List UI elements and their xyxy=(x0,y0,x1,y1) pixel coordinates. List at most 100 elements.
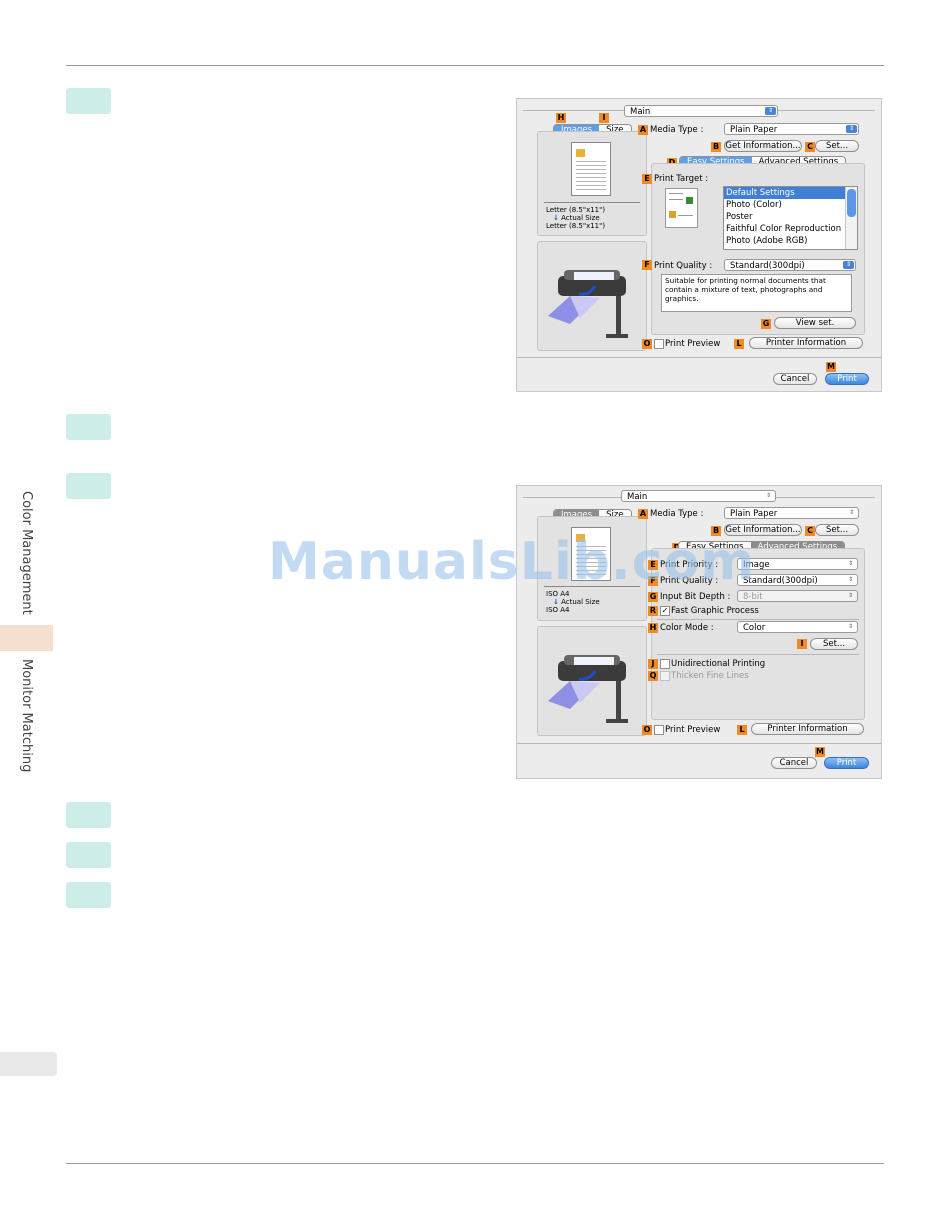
panel-select-value: Main xyxy=(627,492,648,502)
print-quality-select[interactable]: Standard(300dpi) ⇕ xyxy=(737,574,858,586)
badge-m: M xyxy=(826,362,836,372)
print-quality-value: Standard(300dpi) xyxy=(730,261,805,271)
image-thumbnail-icon xyxy=(576,149,585,157)
printer-illustration-icon xyxy=(548,270,628,338)
unidirectional-label: Unidirectional Printing xyxy=(671,659,766,669)
chevron-updown-icon: ⇕ xyxy=(765,492,772,499)
print-button[interactable]: Print xyxy=(825,373,869,385)
print-preview-checkbox[interactable] xyxy=(654,339,664,349)
list-item[interactable]: Photo (Color) xyxy=(726,200,782,210)
tab-images[interactable]: Images xyxy=(554,510,600,520)
size-scaling-label: Actual Size xyxy=(561,214,600,222)
arrow-down-icon: ↓ xyxy=(553,214,559,222)
print-priority-value: Image xyxy=(743,560,770,570)
side-tab-monitor-matching-label: Monitor Matching xyxy=(19,659,34,773)
size-divider xyxy=(544,202,640,203)
print-dialog-advanced-settings: Main ⇕ Images Size ISO A4 ↓ Actual Size … xyxy=(516,485,882,779)
header-rule xyxy=(66,65,884,66)
print-quality-description: Suitable for printing normal documents t… xyxy=(661,274,852,312)
tab-easy-settings[interactable]: Easy Settings xyxy=(679,542,751,552)
color-set-button[interactable]: Set... xyxy=(810,638,858,650)
get-information-button[interactable]: Get Information... xyxy=(724,524,802,536)
size-scaling: ↓ Actual Size xyxy=(553,214,600,223)
list-item[interactable]: Faithful Color Reproduction xyxy=(726,224,842,234)
panel-select[interactable]: Main ⇕ xyxy=(621,490,776,502)
step-marker-3 xyxy=(66,473,111,499)
cancel-button[interactable]: Cancel xyxy=(773,373,817,385)
set-button[interactable]: Set... xyxy=(815,524,859,536)
tab-easy-settings[interactable]: Easy Settings xyxy=(680,157,752,167)
print-quality-value: Standard(300dpi) xyxy=(743,576,818,586)
print-quality-select[interactable]: Standard(300dpi) ⇕ xyxy=(724,259,856,271)
list-item[interactable]: Photo (Adobe RGB) xyxy=(726,236,808,246)
input-bit-depth-select[interactable]: 8-bit ⇕ xyxy=(737,590,858,602)
panel-select-value: Main xyxy=(630,107,651,117)
badge-a: A xyxy=(638,125,648,135)
printer-information-button[interactable]: Printer Information xyxy=(751,723,864,735)
fast-graphic-label: Fast Graphic Process xyxy=(671,606,759,616)
get-information-button[interactable]: Get Information... xyxy=(724,140,802,152)
section-divider xyxy=(657,654,859,655)
tab-size[interactable]: Size xyxy=(599,125,631,135)
badge-h: H xyxy=(648,623,658,633)
page-number-tab xyxy=(0,1052,57,1076)
unidirectional-checkbox[interactable] xyxy=(660,659,670,669)
bottom-divider xyxy=(517,743,881,744)
print-button[interactable]: Print xyxy=(824,757,869,769)
step-marker-6 xyxy=(66,882,111,908)
print-quality-label: Print Quality : xyxy=(654,261,713,271)
list-item[interactable]: Poster xyxy=(726,212,753,222)
list-item[interactable]: Default Settings xyxy=(724,187,857,199)
color-mode-label: Color Mode : xyxy=(660,623,714,633)
side-tab-color-management-label: Color Management xyxy=(19,490,34,615)
size-scaling-label: Actual Size xyxy=(561,598,600,606)
size-divider xyxy=(544,586,640,587)
badge-b: B xyxy=(711,142,721,152)
fast-graphic-checkbox[interactable]: ✓ xyxy=(660,606,670,616)
chevron-updown-icon: ⇕ xyxy=(847,560,854,567)
preview-panel: ISO A4 ↓ Actual Size ISO A4 xyxy=(537,516,647,621)
badge-b: B xyxy=(711,526,721,536)
print-target-list[interactable]: Default Settings Photo (Color) Poster Fa… xyxy=(723,186,858,250)
print-priority-label: Print Priority : xyxy=(660,560,719,570)
side-tab-monitor-matching[interactable]: Monitor Matching xyxy=(0,651,53,781)
scroll-thumb[interactable] xyxy=(847,189,856,217)
tab-advanced-settings[interactable]: Advanced Settings xyxy=(750,542,845,552)
checkmark-icon: ✓ xyxy=(661,606,669,615)
tab-size[interactable]: Size xyxy=(599,510,631,520)
printer-information-button[interactable]: Printer Information xyxy=(749,337,863,349)
media-type-select[interactable]: Plain Paper ⇕ xyxy=(724,123,859,135)
size-scaling: ↓ Actual Size xyxy=(553,598,600,607)
view-set-button[interactable]: View set. xyxy=(774,317,856,329)
media-type-label: Media Type : xyxy=(650,509,704,519)
step-marker-4 xyxy=(66,802,111,828)
chevron-updown-icon: ⇕ xyxy=(843,261,854,269)
print-preview-label: Print Preview xyxy=(665,725,721,735)
thicken-lines-checkbox[interactable] xyxy=(660,671,670,681)
cancel-button[interactable]: Cancel xyxy=(771,757,817,769)
set-button[interactable]: Set... xyxy=(815,140,859,152)
badge-e: E xyxy=(648,560,658,570)
page-preview xyxy=(571,142,611,196)
badge-f: F xyxy=(642,260,652,270)
tab-advanced-settings[interactable]: Advanced Settings xyxy=(751,157,846,167)
media-type-value: Plain Paper xyxy=(730,509,778,519)
media-type-value: Plain Paper xyxy=(730,125,778,135)
page-preview xyxy=(571,527,611,581)
chevron-updown-icon: ⇕ xyxy=(846,125,857,133)
color-mode-select[interactable]: Color ⇕ xyxy=(737,621,858,633)
print-priority-select[interactable]: Image ⇕ xyxy=(737,558,858,570)
image-thumbnail-icon xyxy=(576,534,585,542)
side-tab-color-management[interactable]: Color Management xyxy=(0,480,53,625)
print-preview-checkbox[interactable] xyxy=(654,725,664,735)
chevron-updown-icon: ⇕ xyxy=(847,592,854,599)
panel-select[interactable]: Main ⇕ xyxy=(624,105,778,117)
size-output: Letter (8.5"x11") xyxy=(546,222,606,230)
print-quality-label: Print Quality : xyxy=(660,576,719,586)
print-dialog-easy-settings: Main ⇕ H I Images Size Letter (8.5"x11")… xyxy=(516,98,882,392)
list-scrollbar[interactable] xyxy=(845,187,857,249)
badge-i: I xyxy=(599,113,609,123)
badge-g: G xyxy=(761,319,771,329)
tab-images[interactable]: Images xyxy=(554,125,600,135)
media-type-select[interactable]: Plain Paper ⇕ xyxy=(724,507,859,519)
